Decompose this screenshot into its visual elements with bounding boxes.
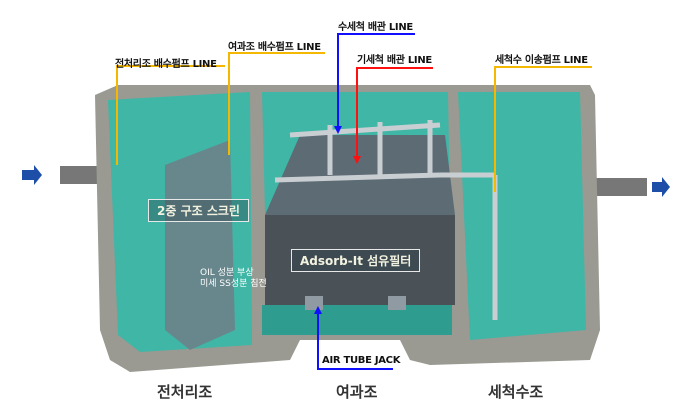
filter-pump-line [228, 52, 325, 155]
water-wash-label: 수세척 배관 LINE [338, 22, 413, 33]
wash-pipes [274, 120, 498, 320]
wash-transfer-line [494, 66, 592, 192]
double-screen [165, 140, 235, 350]
arrowhead-icon [334, 126, 342, 134]
ss-note: 미세 SS성분 침전 [200, 279, 267, 289]
pretreat-pump-line [116, 65, 225, 165]
inlet-arrow-icon [22, 165, 42, 185]
chamber-label-pretreatment: 전처리조 [157, 383, 213, 401]
oil-note: OIL 성분 부상 [200, 268, 254, 278]
pretreat-pump-label: 전처리조 배수펌프 LINE [115, 59, 217, 70]
wash-transfer-label: 세척수 이송펌프 LINE [495, 55, 588, 66]
fiber-filter-block [265, 215, 455, 305]
outlet-arrow-icon [652, 177, 670, 197]
air-tube-jack-2 [388, 296, 406, 310]
chamber-label-washwater: 세척수조 [488, 383, 544, 401]
outlet-pipe [585, 178, 647, 196]
air-tube-line [317, 310, 393, 370]
filter-tag: Adsorb-It 섬유필터 [291, 249, 421, 272]
air-wash-label: 기세척 배관 LINE [357, 55, 432, 66]
air-tube-label: AIR TUBE JACK [322, 355, 401, 366]
filter-floor [262, 305, 452, 335]
air-wash-line [356, 67, 433, 160]
screen-tag: 2중 구조 스크린 [148, 199, 249, 222]
chamber-label-filter: 여과조 [336, 383, 378, 401]
arrowhead-icon [353, 156, 361, 164]
filter-pump-label: 여과조 배수펌프 LINE [228, 42, 321, 53]
inlet-pipe [60, 166, 105, 184]
chamber-washwater [458, 92, 586, 340]
arrowhead-icon [314, 306, 322, 314]
air-tube-jack [305, 296, 323, 310]
water-wash-line [337, 33, 415, 130]
